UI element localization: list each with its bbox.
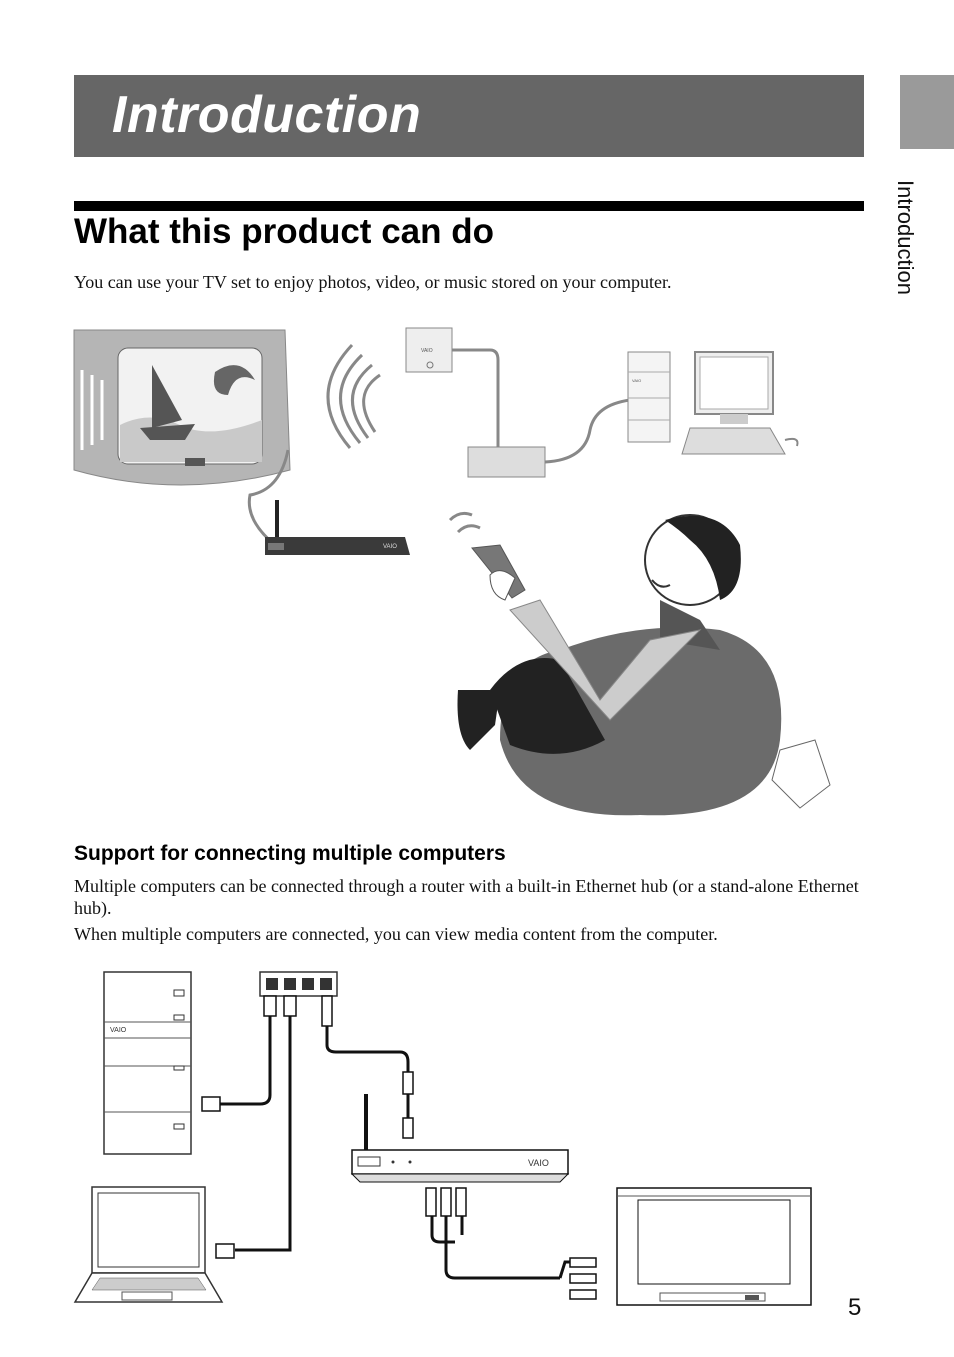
receiver-brand-mark: VAIO	[383, 544, 397, 550]
subsection-title: Support for connecting multiple computer…	[74, 842, 506, 865]
section-title: What this product can do	[74, 212, 494, 251]
ethernet-hub-illustration	[259, 971, 338, 997]
usage-illustration: VAIO VAIO VAIO	[73, 327, 831, 816]
television-illustration	[616, 1187, 812, 1306]
chapter-banner: Introduction	[74, 75, 864, 157]
tv-illustration	[73, 329, 291, 486]
tower-brand-mark: VAIO	[110, 1027, 127, 1034]
remote-control-illustration	[448, 511, 526, 599]
wireless-signal-icon	[326, 343, 381, 449]
tower-brand-mark: VAIO	[632, 378, 641, 383]
desktop-computer-illustration: VAIO	[627, 351, 799, 455]
receiver-unit-illustration: VAIO	[350, 1094, 570, 1183]
laptop-illustration	[73, 1186, 224, 1303]
receiver-brand-mark: VAIO	[528, 1158, 549, 1168]
subsection-paragraph-1: Multiple computers can be connected thro…	[74, 876, 859, 918]
intro-text: You can use your TV set to enjoy photos,…	[74, 272, 672, 292]
side-tab	[900, 75, 954, 149]
chapter-title: Introduction	[112, 86, 422, 144]
page-number: 5	[848, 1294, 862, 1321]
access-point-illustration: VAIO	[405, 327, 453, 373]
person-illustration	[457, 514, 831, 816]
hub-illustration	[467, 446, 546, 478]
section-rule	[74, 201, 864, 211]
subsection-paragraph-2: When multiple computers are connected, y…	[74, 924, 718, 944]
desktop-tower-illustration: VAIO	[103, 971, 192, 1155]
network-receiver-illustration: VAIO	[265, 500, 410, 555]
ap-brand-mark: VAIO	[421, 348, 433, 354]
